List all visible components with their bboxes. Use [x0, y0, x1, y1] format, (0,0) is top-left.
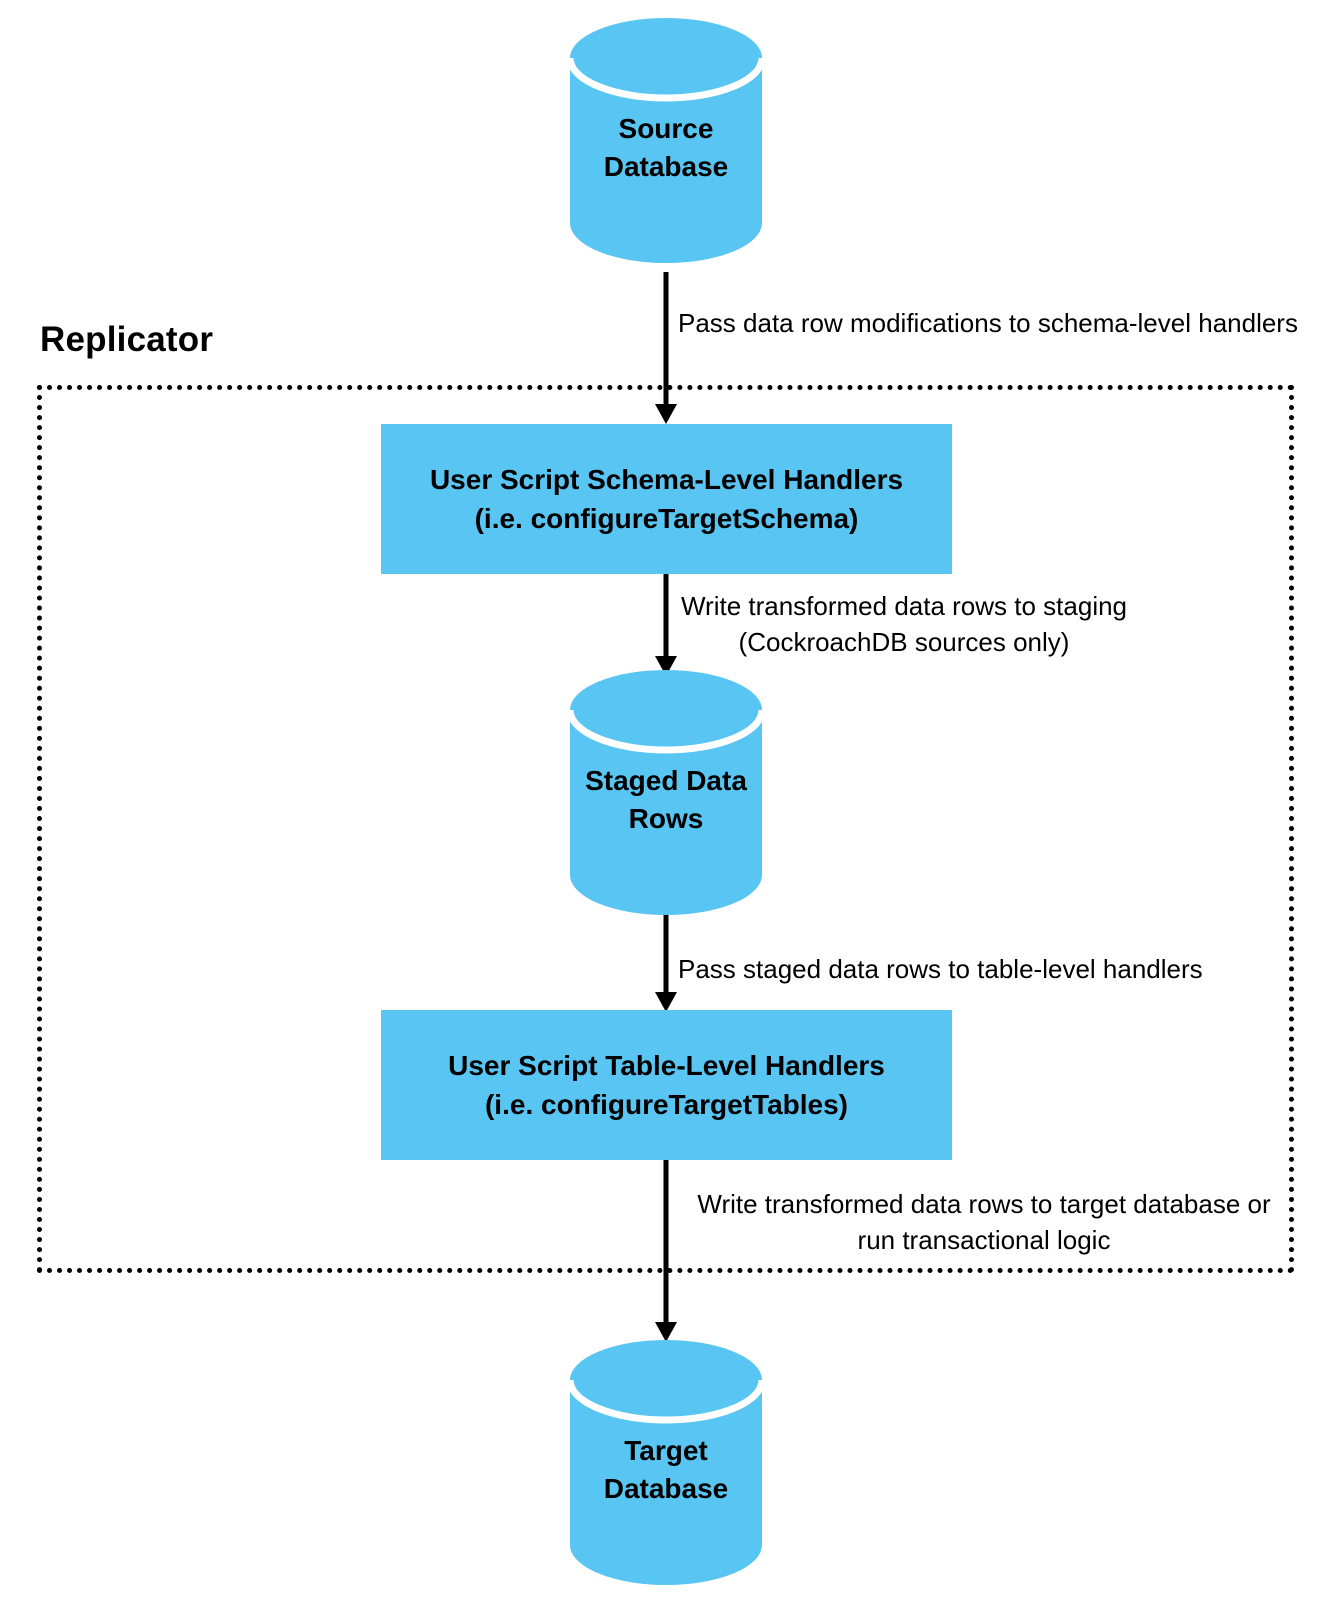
edge-label-write-target: Write transformed data rows to target da…: [697, 1189, 1271, 1255]
edge-label-pass-modifications: Pass data row modifications to schema-le…: [678, 308, 1298, 338]
replicator-label: Replicator: [40, 320, 214, 359]
edge-label-write-staging: Write transformed data rows to staging (…: [680, 591, 1128, 657]
arrow-source-to-schema-handlers: [655, 272, 677, 424]
schema-level-handlers-box: User Script Schema-Level Handlers (i.e. …: [381, 424, 952, 574]
database-cylinder-icon: [570, 18, 762, 263]
source-database-cylinder: Source Database: [570, 18, 762, 263]
arrow-head-icon: [655, 1322, 677, 1342]
arrow-staging-to-table-handlers: [655, 915, 677, 1012]
database-cylinder-icon: [570, 670, 762, 915]
arrow-schema-handlers-to-staging: [655, 574, 677, 676]
target-database-label: Target Database: [603, 1434, 729, 1504]
staged-data-rows-cylinder: Staged Data Rows: [570, 670, 762, 915]
arrow-head-icon: [655, 992, 677, 1012]
arrow-head-icon: [655, 404, 677, 424]
target-database-cylinder: Target Database: [570, 1340, 762, 1585]
table-level-handlers-label: User Script Table-Level Handlers (i.e. c…: [448, 1050, 885, 1120]
edge-label-pass-staged: Pass staged data rows to table-level han…: [678, 954, 1203, 984]
staged-data-rows-label: Staged Data Rows: [585, 764, 747, 834]
database-cylinder-icon: [570, 1340, 762, 1585]
schema-level-handlers-label: User Script Schema-Level Handlers (i.e. …: [429, 464, 904, 534]
arrow-line: [663, 915, 669, 994]
table-level-handlers-box: User Script Table-Level Handlers (i.e. c…: [381, 1010, 952, 1160]
arrow-line: [663, 272, 669, 406]
arrow-line: [663, 574, 669, 658]
arrow-table-handlers-to-target: [655, 1160, 677, 1342]
source-database-label: Source Database: [603, 112, 729, 182]
arrow-line: [663, 1160, 669, 1324]
